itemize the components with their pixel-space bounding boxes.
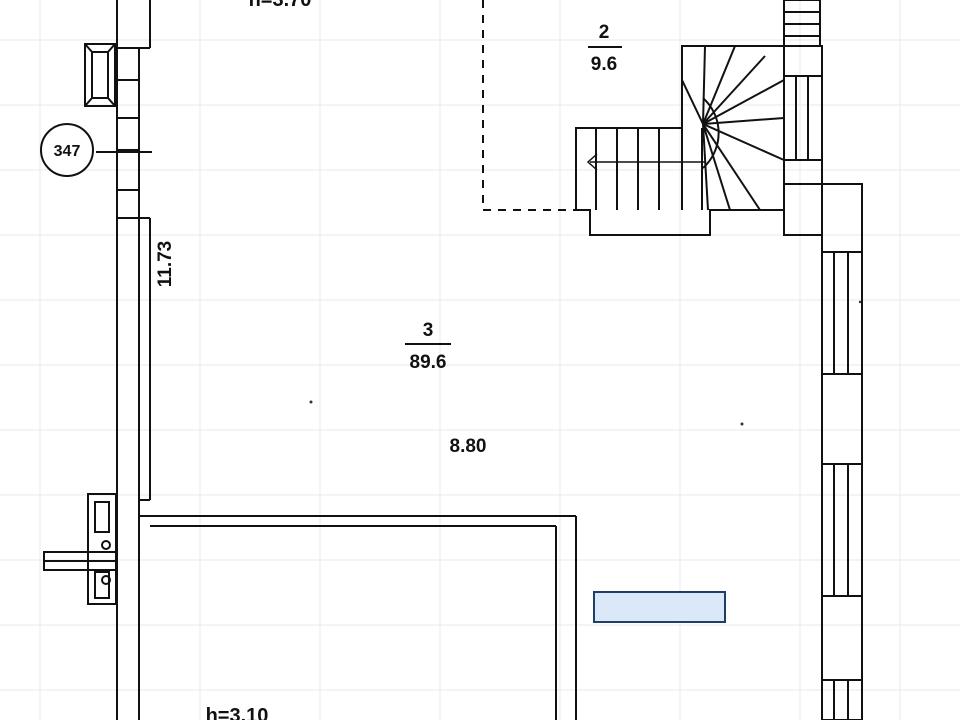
room-2-number: 2 <box>599 22 610 43</box>
bottom-height-label: h=3.10 <box>206 705 269 720</box>
left-wall <box>116 0 151 720</box>
room-labels: h=3.70 2 9.6 3 89.6 8.80 11.73 h=3.10 <box>155 0 622 720</box>
upper-left-vent <box>84 43 116 107</box>
lower-partition <box>139 515 577 720</box>
room-2-area: 9.6 <box>591 54 617 75</box>
building-marker-number: 347 <box>54 143 81 160</box>
top-height-label: h=3.70 <box>249 0 312 11</box>
lower-left-utility <box>43 493 117 605</box>
dashed-partition <box>482 0 576 211</box>
highlighted-element <box>593 591 726 623</box>
scan-specks <box>309 300 862 426</box>
room-3-area: 89.6 <box>410 352 447 373</box>
building-marker: 347 <box>40 123 152 177</box>
length-dimension: 11.73 <box>155 241 176 288</box>
width-dimension: 8.80 <box>450 436 487 457</box>
right-wall <box>783 0 863 720</box>
room-3-number: 3 <box>423 320 434 341</box>
